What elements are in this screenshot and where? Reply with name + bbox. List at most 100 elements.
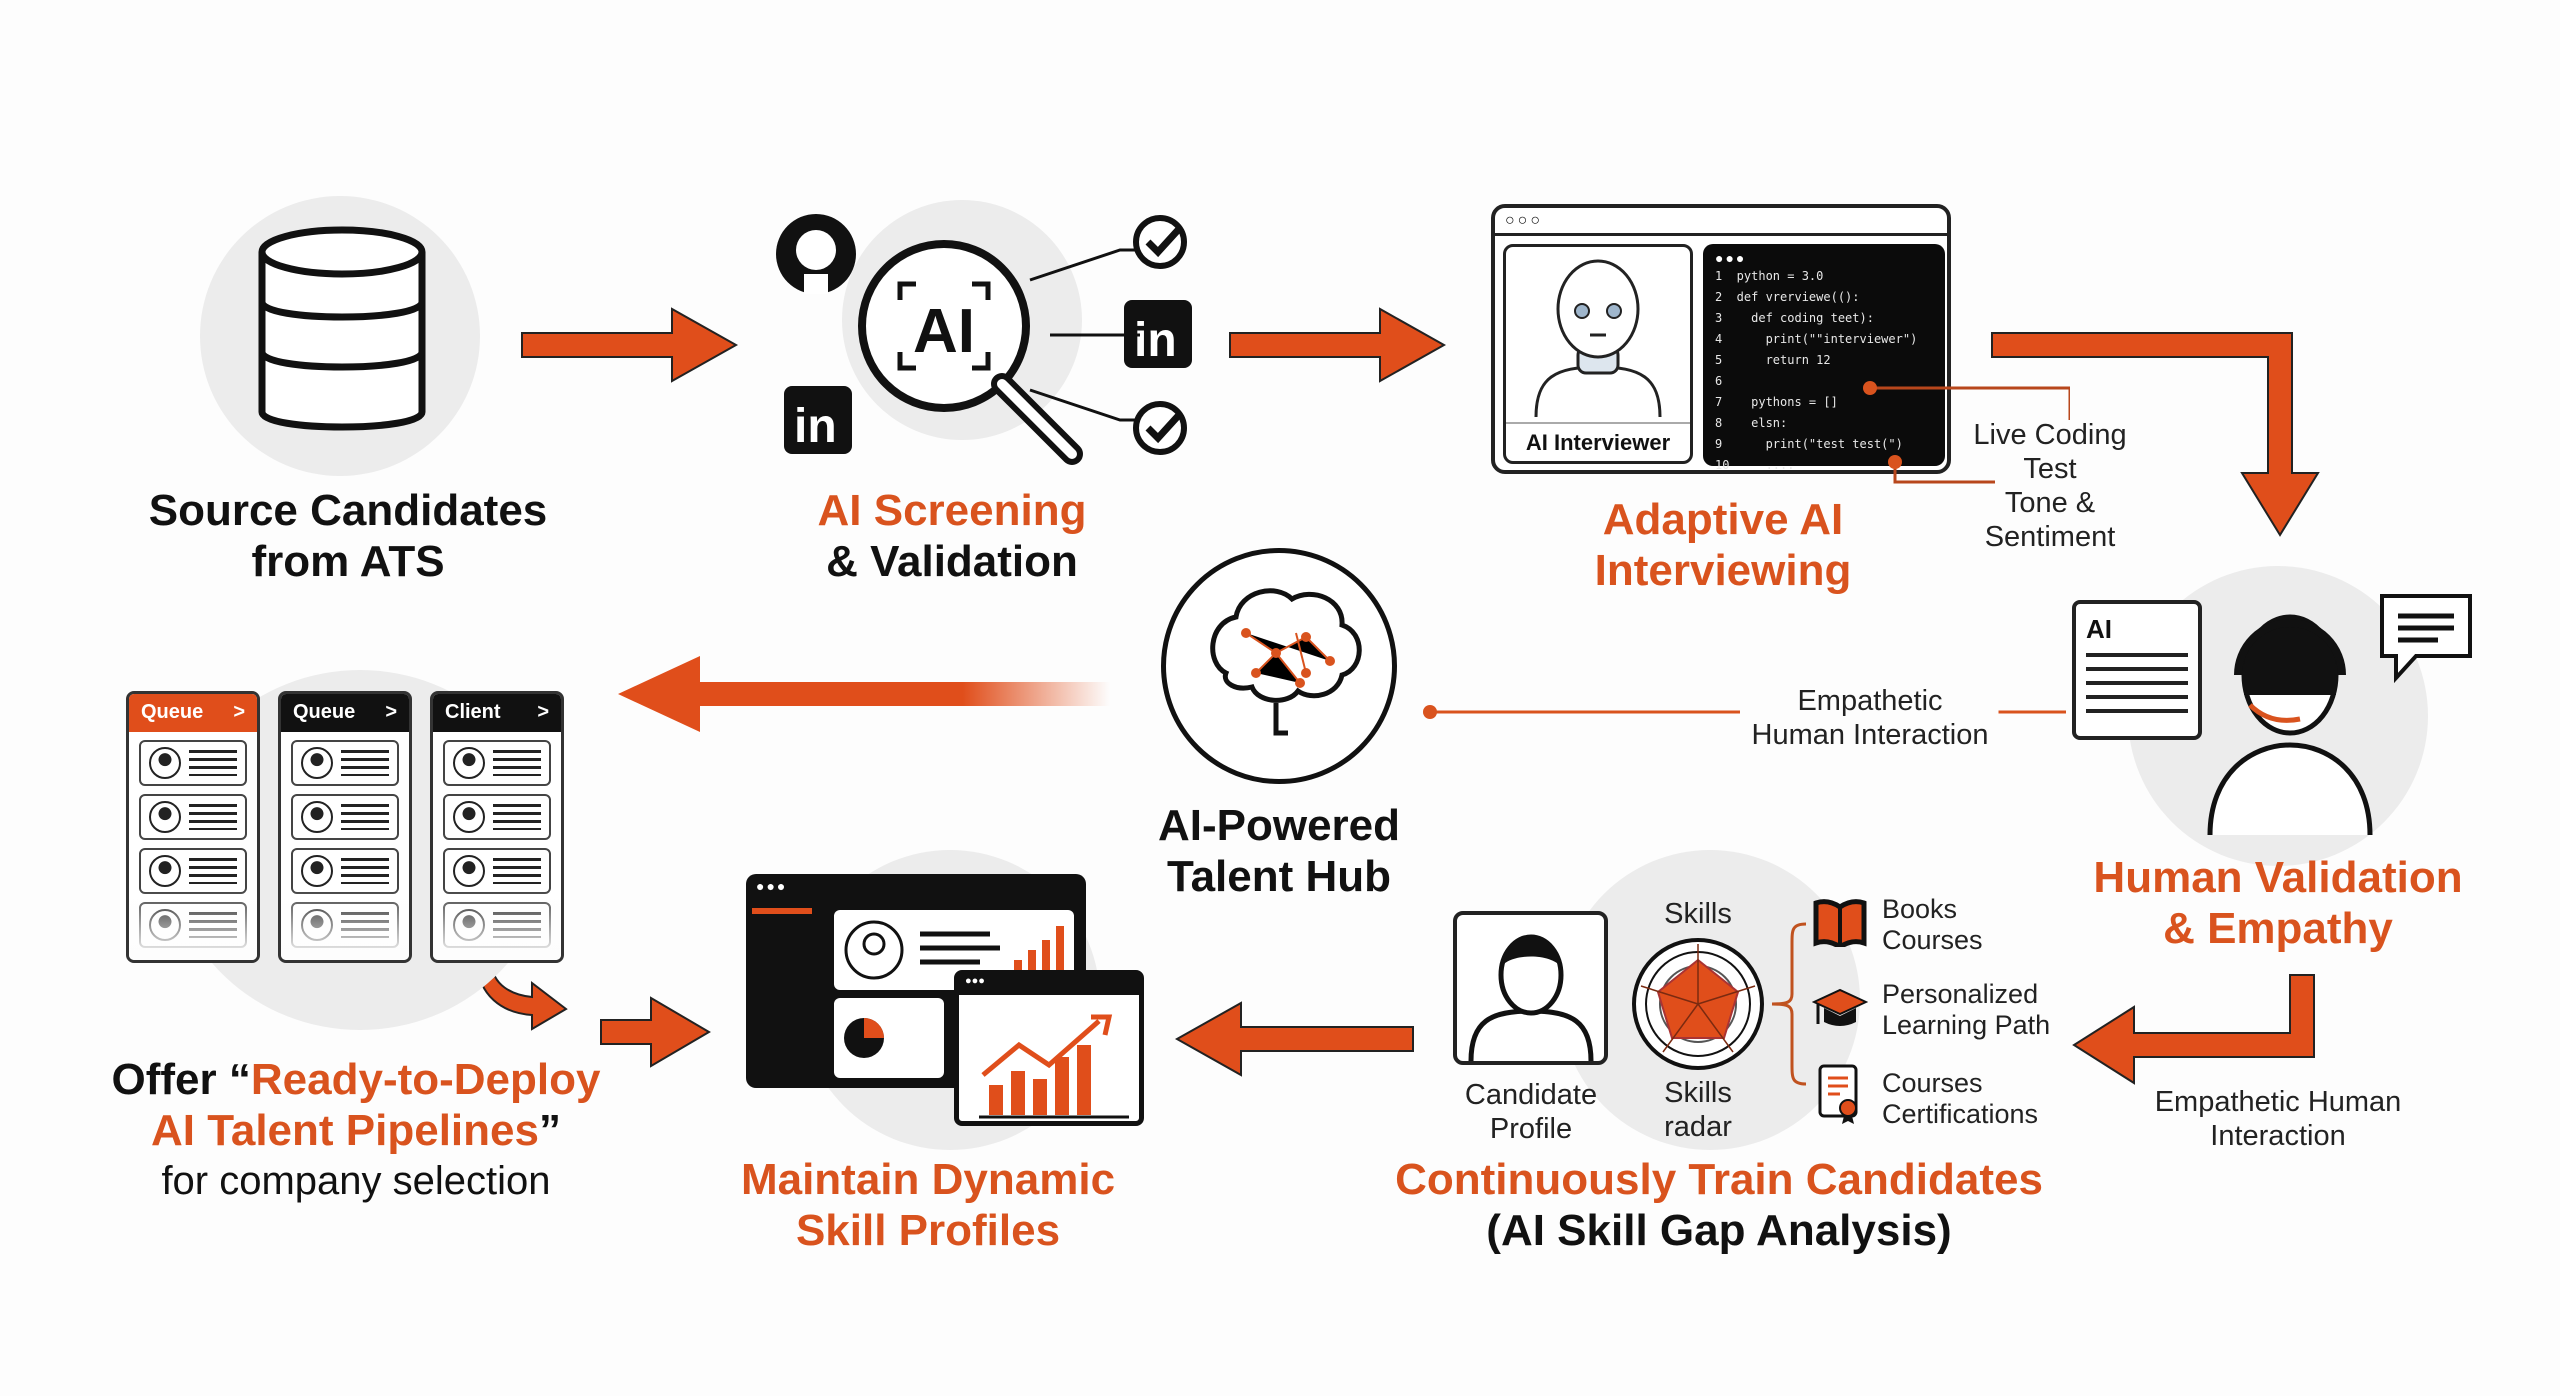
offer-title: Offer “Ready-to-Deploy AI Talent Pipelin… <box>111 1055 601 1203</box>
code-line: 7 pythons = [] <box>1715 395 1838 409</box>
code-line: 9 print("test test(") <box>1715 437 1903 451</box>
candidate-profile-icon <box>1453 911 1608 1065</box>
candidate-card[interactable] <box>139 794 247 840</box>
growth-chart-icon <box>979 1014 1129 1119</box>
pipeline-column[interactable]: Queue > <box>126 691 260 963</box>
fade-overlay <box>281 890 409 960</box>
arrow-human-to-train <box>2072 974 2315 1085</box>
avatar-icon <box>453 801 485 833</box>
annotation-connectors <box>1863 381 2070 484</box>
card-text-lines <box>189 804 237 830</box>
code-line: 4 print(""interviewer") <box>1715 332 1918 346</box>
card-text-lines <box>493 858 541 884</box>
skills-radar-icon <box>1632 938 1764 1070</box>
candidate-card[interactable] <box>443 740 551 786</box>
candidate-card[interactable] <box>139 848 247 894</box>
code-line: 3 def coding teet): <box>1715 311 1874 325</box>
database-icon <box>258 226 426 431</box>
check-icon <box>1133 401 1187 455</box>
svg-text:in: in <box>1134 314 1177 367</box>
pipeline-column[interactable]: Client > <box>430 691 564 963</box>
chat-bubble-icon <box>2380 594 2472 684</box>
human-title: Human Validation& Empathy <box>2093 853 2463 953</box>
certificate-icon <box>1812 1064 1868 1133</box>
card-text-lines <box>189 750 237 776</box>
candidate-card[interactable] <box>139 740 247 786</box>
candidate-card[interactable] <box>291 740 399 786</box>
linkedin-icon: in <box>1124 300 1192 368</box>
ai-interviewer-panel: AI Interviewer <box>1503 244 1693 464</box>
fade-overlay <box>129 890 257 960</box>
pipeline-column-header[interactable]: Queue> <box>281 694 409 732</box>
train-title: Continuously Train Candidates(AI Skill G… <box>1395 1155 2043 1255</box>
avatar-icon <box>149 801 181 833</box>
brain-icon <box>1210 588 1362 736</box>
card-text-lines <box>189 858 237 884</box>
window-controls-icon: ○○○ <box>1495 208 1947 236</box>
pie-chart-icon <box>834 998 944 1078</box>
candidate-card[interactable] <box>443 794 551 840</box>
ai-badge: AI <box>913 297 975 366</box>
candidate-card[interactable] <box>443 848 551 894</box>
screening-connectors <box>1029 215 1187 455</box>
card-text-lines <box>341 804 389 830</box>
ai-interviewer-label: AI Interviewer <box>1506 422 1690 456</box>
robot-avatar-icon <box>1534 259 1662 418</box>
ai-document-icon: AI <box>2072 600 2202 740</box>
resource-line: Courses <box>1882 1067 1983 1098</box>
candidate-card[interactable] <box>291 794 399 840</box>
arrow-source-to-screening <box>521 307 739 383</box>
resource-line: Books <box>1882 894 1958 924</box>
column-title: Client <box>445 701 501 723</box>
avatar-icon <box>149 855 181 887</box>
card-text-lines <box>341 858 389 884</box>
candidate-card[interactable] <box>291 848 399 894</box>
book-icon <box>1812 897 1868 954</box>
talent-hub-circle <box>1161 548 1397 784</box>
avatar-icon <box>301 801 333 833</box>
growth-chart-window: ●●● <box>954 970 1144 1126</box>
resource-line: Personalized <box>1882 979 2039 1009</box>
code-line: 2 def vrerviewe((): <box>1715 290 1860 304</box>
avatar-icon <box>301 747 333 779</box>
pipeline-column-header[interactable]: Queue > <box>129 694 257 732</box>
card-text-lines <box>493 750 541 776</box>
resource-line: Certifications <box>1882 1098 2039 1129</box>
arrow-interview-to-human <box>1991 332 2320 537</box>
pipeline-column-header[interactable]: Client > <box>433 694 561 732</box>
svg-text:in: in <box>794 400 837 453</box>
code-lines: 1 python = 3.0 2 def vrerviewe((): 3 def c… <box>1715 266 1933 476</box>
resource-bracket <box>1771 922 1807 1086</box>
card-text-lines <box>341 750 389 776</box>
code-line: 5 return 12 <box>1715 353 1831 367</box>
arrow-train-to-profiles <box>1174 1001 1414 1077</box>
code-line: 10 .... <box>1715 458 1795 472</box>
arrow-offer-to-profiles <box>600 996 711 1068</box>
pipeline-column[interactable]: Queue> <box>278 691 412 963</box>
support-agent-icon <box>2207 614 2373 835</box>
column-title: Queue <box>141 701 204 723</box>
screening-title: AI Screening& Validation <box>817 486 1087 586</box>
code-line: 8 elsn: <box>1715 416 1788 430</box>
resource-line: Courses <box>1882 925 1983 955</box>
github-icon <box>776 214 856 294</box>
card-text-lines <box>493 804 541 830</box>
avatar-icon <box>453 855 485 887</box>
arrow-offer-curve <box>476 962 568 1031</box>
chevron-right-icon: > <box>233 701 245 723</box>
code-line: 1 python = 3.0 <box>1715 269 1824 283</box>
magnifier-icon <box>858 240 1083 465</box>
chevron-right-icon: > <box>537 701 549 723</box>
